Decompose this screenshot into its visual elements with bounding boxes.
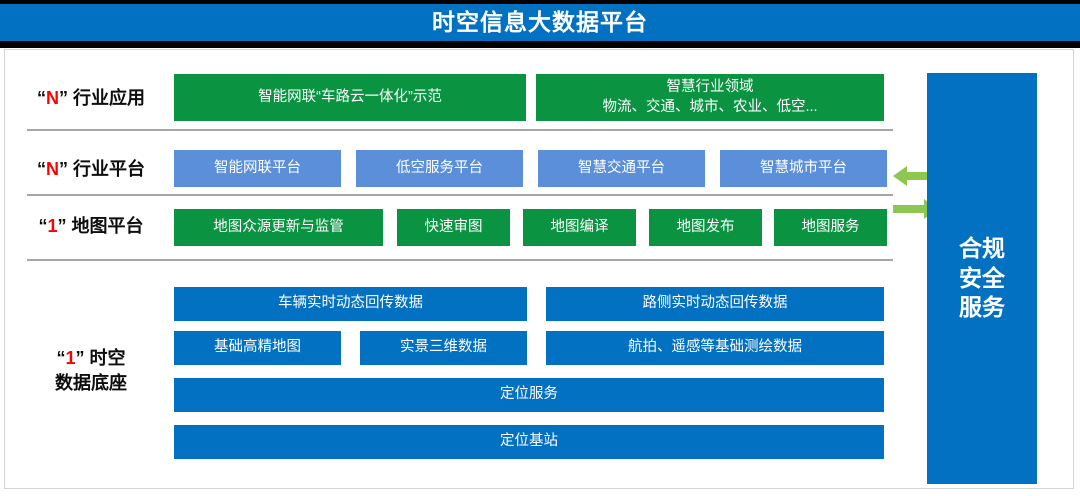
box-vehicle-road-cloud-demo[interactable]: 智能网联“车路云一体化”示范: [174, 74, 526, 121]
row1-quote-open: “: [36, 88, 46, 108]
box-aerial-remote-sensing-survey-data[interactable]: 航拍、遥感等基础测绘数据: [546, 331, 884, 365]
row3-accent: 1: [47, 216, 58, 236]
row3-quote-close: ”: [57, 216, 67, 236]
box-smart-industry-domain[interactable]: 智慧行业领域 物流、交通、城市、农业、低空...: [536, 74, 884, 121]
separator-1: [27, 129, 893, 131]
box-smart-city-platform[interactable]: 智慧城市平台: [720, 150, 887, 187]
box-positioning-base-station[interactable]: 定位基站: [174, 425, 884, 459]
under-title-black-band: [0, 41, 1080, 48]
row-label-industry-platform: “N” 行业平台: [5, 157, 177, 182]
box-vehicle-realtime-dynamic-data[interactable]: 车辆实时动态回传数据: [174, 287, 527, 321]
box-fast-map-review[interactable]: 快速审图: [397, 209, 510, 246]
box-realistic-3d-data[interactable]: 实景三维数据: [360, 331, 527, 365]
content-panel: “N” 行业应用 智能网联“车路云一体化”示范 智慧行业领域 物流、交通、城市、…: [4, 49, 1074, 489]
separator-3: [27, 259, 893, 261]
row-label-spatiotemporal-data-base: “1” 时空 数据底座: [5, 321, 177, 395]
box-map-publishing[interactable]: 地图发布: [649, 209, 762, 246]
row1-label-text: 行业应用: [67, 88, 145, 108]
box-basic-hd-map[interactable]: 基础高精地图: [174, 331, 341, 365]
box-low-altitude-service-platform[interactable]: 低空服务平台: [356, 150, 523, 187]
row3-quote-open: “: [38, 216, 48, 236]
page-title: 时空信息大数据平台: [432, 9, 648, 35]
box-intelligent-connected-platform[interactable]: 智能网联平台: [174, 150, 341, 187]
separator-2: [27, 194, 893, 196]
row1-accent: N: [45, 88, 59, 108]
box-map-service[interactable]: 地图服务: [774, 209, 887, 246]
row-label-industry-application: “N” 行业应用: [5, 86, 177, 111]
row4-quote-close: ”: [75, 347, 85, 368]
arrow-right-icon: [893, 198, 938, 220]
box-smart-transport-platform[interactable]: 智慧交通平台: [538, 150, 705, 187]
arrow-left-icon: [893, 165, 938, 187]
row2-label-text: 行业平台: [67, 159, 145, 179]
compliance-security-service-panel[interactable]: 合规 安全 服务: [927, 73, 1037, 484]
top-black-band: [0, 0, 1080, 4]
box-map-compilation[interactable]: 地图编译: [523, 209, 636, 246]
box-map-crowdsource-update-supervision[interactable]: 地图众源更新与监管: [174, 209, 383, 246]
row3-label-text: 地图平台: [66, 216, 144, 236]
row-label-map-platform: “1” 地图平台: [5, 214, 177, 239]
side-panel-label: 合规 安全 服务: [959, 235, 1005, 321]
box-roadside-realtime-dynamic-data[interactable]: 路侧实时动态回传数据: [546, 287, 884, 321]
row4-quote-open: “: [56, 347, 66, 368]
row4-label-text: 时空 数据底座: [55, 347, 127, 393]
row4-accent: 1: [65, 347, 76, 368]
row1-quote-close: ”: [58, 88, 68, 108]
box-positioning-service[interactable]: 定位服务: [174, 378, 884, 412]
row2-quote-open: “: [36, 159, 46, 179]
title-bar: 时空信息大数据平台: [0, 4, 1080, 41]
row2-accent: N: [45, 159, 59, 179]
row2-quote-close: ”: [58, 159, 68, 179]
